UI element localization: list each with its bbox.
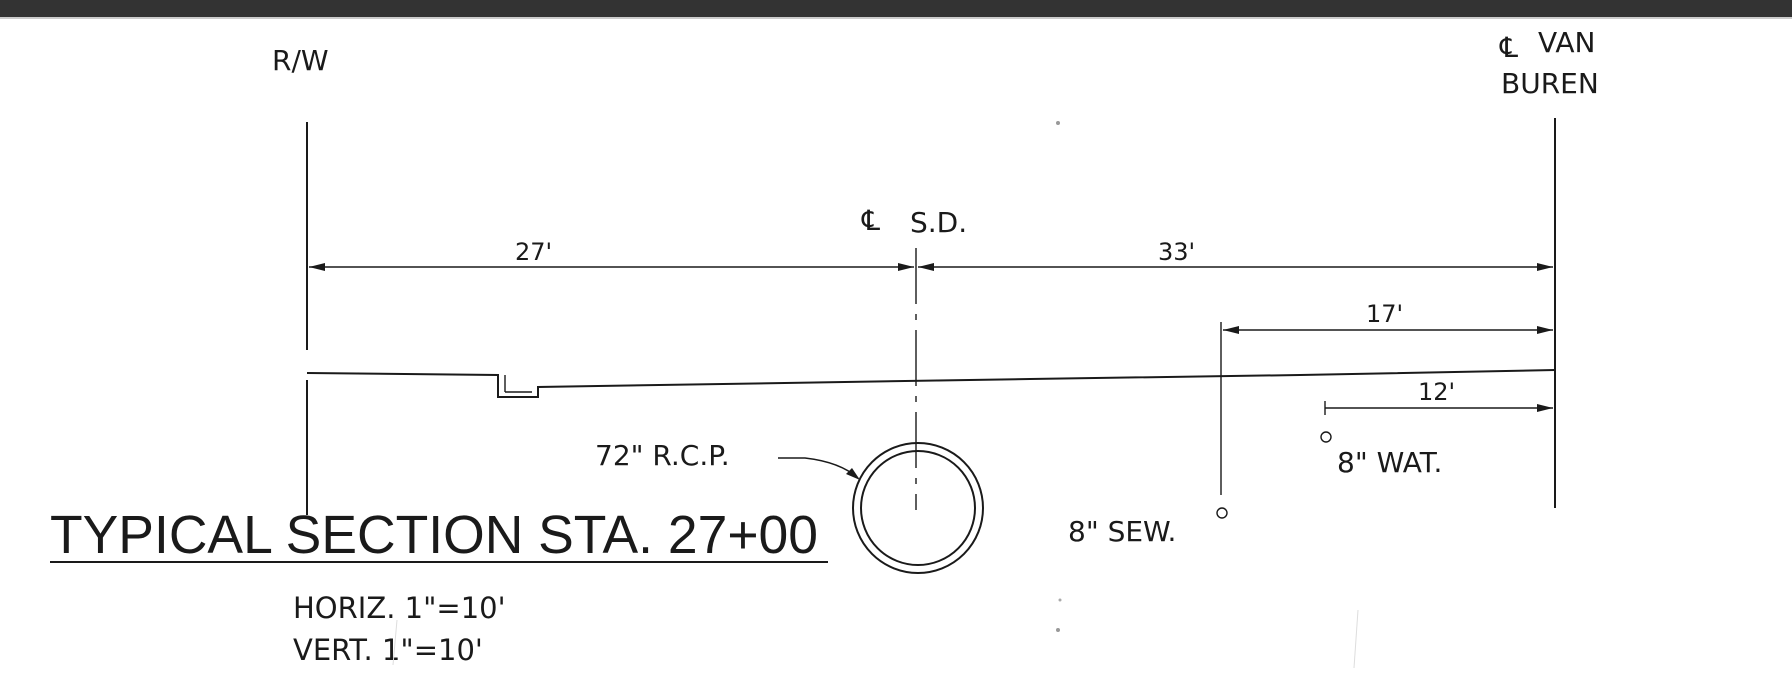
dim-33-label: 33' bbox=[1158, 238, 1195, 266]
scan-speck bbox=[1056, 628, 1060, 632]
storm-pipe-leader bbox=[778, 457, 859, 479]
scan-mark bbox=[392, 619, 398, 666]
centerline-symbol-storm-drain: ℄ bbox=[861, 204, 880, 237]
sheet-top-border bbox=[0, 0, 1792, 17]
dim-33-arrow-left bbox=[918, 263, 934, 271]
scan-speck bbox=[1058, 598, 1062, 602]
water-pipe-marker bbox=[1320, 431, 1332, 443]
ground-profile bbox=[306, 369, 1556, 398]
dim-27-label: 27' bbox=[515, 238, 552, 266]
storm-pipe-outer bbox=[852, 442, 984, 574]
water-label: 8" WAT. bbox=[1337, 446, 1442, 479]
van-buren-label-line2: BUREN bbox=[1501, 67, 1599, 100]
dim-17-arrow-left bbox=[1223, 326, 1239, 334]
dim-12-label: 12' bbox=[1418, 378, 1455, 406]
storm-drain-label: S.D. bbox=[910, 206, 967, 239]
van-buren-label-line1: VAN bbox=[1538, 26, 1595, 59]
dim-17-arrow-right bbox=[1537, 326, 1553, 334]
storm-pipe-inner bbox=[860, 450, 976, 566]
storm-pipe-label: 72" R.C.P. bbox=[595, 439, 730, 472]
centerline-symbol-van-buren: ℄ bbox=[1499, 31, 1518, 64]
scan-speck bbox=[1056, 121, 1060, 125]
scan-mark bbox=[1353, 609, 1359, 669]
dim-33-arrow-right bbox=[1537, 263, 1553, 271]
rw-label: R/W bbox=[272, 44, 329, 77]
dim-17-label: 17' bbox=[1366, 300, 1403, 328]
sewer-label: 8" SEW. bbox=[1068, 515, 1176, 548]
dim-12-arrow-right bbox=[1537, 404, 1553, 412]
dim-27-arrow-right bbox=[898, 263, 914, 271]
scale-vertical: VERT. 1"=10' bbox=[293, 633, 483, 667]
dim-27-arrow-left bbox=[309, 263, 325, 271]
storm-pipe-leader-arrow bbox=[846, 468, 860, 480]
drawing-title: TYPICAL SECTION STA. 27+00 bbox=[50, 505, 818, 565]
sewer-pipe-marker bbox=[1216, 507, 1228, 519]
scale-horizontal: HORIZ. 1"=10' bbox=[293, 591, 506, 625]
